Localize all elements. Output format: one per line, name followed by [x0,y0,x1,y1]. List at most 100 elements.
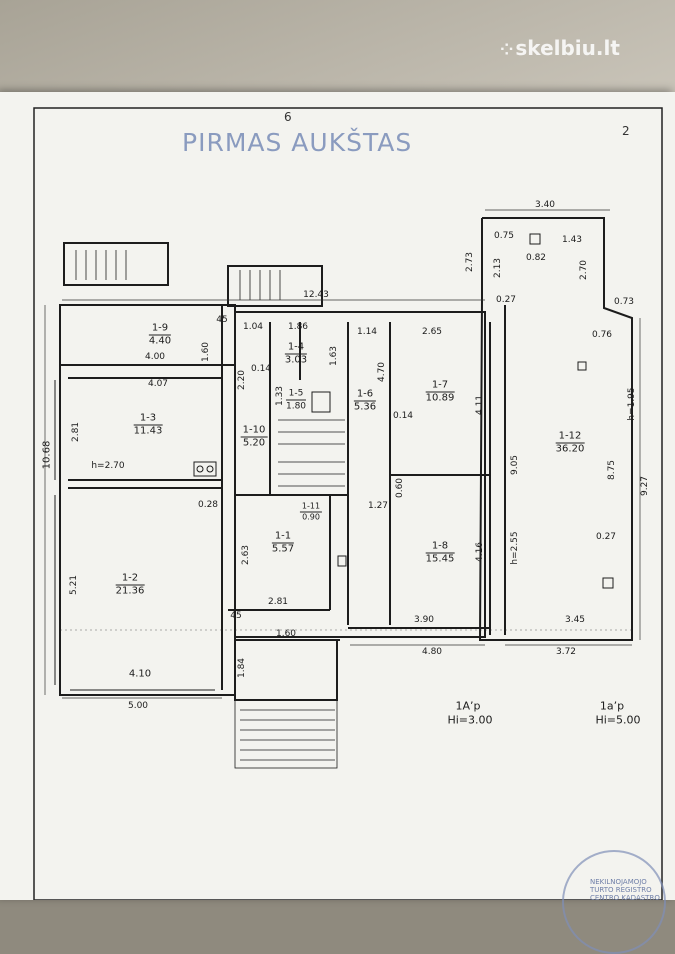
room-id: 1-2 [115,573,145,586]
dim-label: 5.21 [69,574,79,596]
dim-label: 8.75 [607,459,617,481]
room-id: 1-11 [299,501,323,513]
dim-label: 0.73 [613,297,635,307]
walls [54,217,633,701]
room-area: 0.90 [302,512,320,522]
dim-label: h=2.70 [91,461,125,471]
height-left-value: Hi=3.00 [447,713,493,727]
dim-label: 2.13 [493,257,503,279]
dim-label: 1.14 [356,327,378,337]
dim-label: 9.05 [510,454,520,476]
registry-stamp [562,850,666,954]
radiator-marker [577,361,587,371]
dim-label: 3.72 [555,647,577,657]
dim-label: 4.07 [147,379,169,389]
watermark-text: skelbiu.lt [515,36,620,60]
page-title: PIRMAS AUKŠTAS [182,128,413,157]
dim-label: 9.27 [640,475,650,497]
dim-label: 0.28 [197,500,219,510]
height-left-label: 1A’p [455,699,481,713]
dim-label: 4.00 [144,352,166,362]
dim-label: 0.14 [392,411,414,421]
dim-label: 45 [216,315,228,325]
room-area: 5.20 [242,437,266,449]
dim-label: 0.76 [591,330,613,340]
wall-marker [337,555,347,567]
room-id: 1-1 [271,531,295,544]
dim-label: 2.70 [579,259,589,281]
dim-label: 0.60 [395,477,405,499]
room-area: 10.89 [425,392,455,404]
right-hall-outline [478,217,633,641]
dim-label: 1.63 [329,345,339,367]
room-id: 1-5 [285,388,307,401]
dim-label: 2.65 [421,327,443,337]
floor-plan-drawing [33,107,663,900]
dim-label: h=1.95 [627,387,637,421]
dim-label: 0.27 [495,295,517,305]
room-id: 1-4 [284,342,308,355]
dim-label: 2.20 [237,369,247,391]
top-left-stair [63,242,169,286]
dim-label: 4.16 [475,541,485,563]
room-area: 21.36 [115,585,145,597]
dim-label: 5.00 [127,701,149,711]
dim-label: 2.73 [465,251,475,273]
dim-label: 1.60 [201,341,211,363]
room-area: 5.36 [353,401,377,413]
dim-label: 0.14 [250,364,272,374]
dim-label: 2.81 [267,597,289,607]
fixtures [193,233,614,589]
dim-label: 3.45 [564,615,586,625]
sink-fixture [311,391,331,413]
dim-label: 1.86 [287,322,309,332]
room-area: 4.40 [148,335,172,347]
dimension-lines [44,209,641,699]
room-id: 1-7 [425,380,455,393]
watermark-dots-icon: ⁘ [500,40,513,59]
room-area: 3.03 [284,354,308,366]
dim-label: 4.10 [128,668,152,680]
room-id: 1-6 [353,389,377,402]
dim-label: 3.40 [534,200,556,210]
dim-label: 1.84 [237,657,247,679]
stair-treads [75,250,345,769]
corner-fixture [529,233,541,245]
dim-label: 0.75 [493,231,515,241]
height-right-value: Hi=5.00 [595,713,641,727]
entrance-vestibule [234,639,338,701]
room-id: 1-10 [240,424,268,438]
room-id: 1-3 [133,413,163,426]
room-area: 15.45 [425,553,455,565]
page-number-right: 2 [622,124,630,138]
page-number-center: 6 [284,110,292,124]
room-area: 1.80 [285,401,307,412]
site-watermark: ⁘skelbiu.lt [500,36,620,60]
radiator-marker-2 [602,577,614,589]
height-right-label: 1a’p [599,699,625,713]
room-area: 5.57 [271,543,295,555]
dim-label: h=2.55 [510,531,520,565]
dim-label: 1.43 [561,235,583,245]
room-area: 36.20 [555,443,585,455]
drawing-frame [33,107,663,900]
dim-label: 0.27 [595,532,617,542]
stove-fixture [193,461,217,477]
registry-stamp-text: NEKILNOJAMOJO TURTO REGISTRO CENTRO KADA… [590,878,660,902]
dim-label: 12.43 [303,290,329,300]
dim-label: 1.60 [275,629,297,639]
dim-label: 4.11 [475,394,485,416]
room-area: 11.43 [133,425,163,437]
dim-label: 4.80 [421,647,443,657]
dim-label: 1.27 [367,501,389,511]
